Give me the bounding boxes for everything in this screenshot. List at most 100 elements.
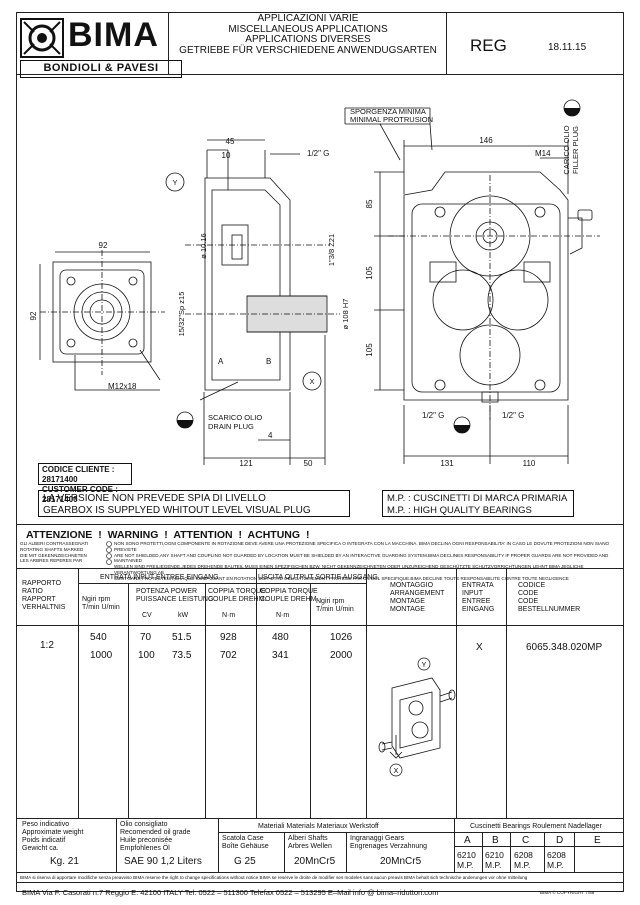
col-divider <box>456 568 457 818</box>
materials-title: Materiali Materials Materiaux Werkstoff <box>258 823 379 830</box>
filler-label-it: CARICO OLIO <box>562 125 571 174</box>
header-input-group: ENTRATA INPUT ENTREE EINGANG <box>100 574 219 581</box>
power-cv-1: 70 <box>140 632 152 643</box>
bearing-c: 6208 M.P. <box>514 850 533 870</box>
col-divider <box>116 818 117 872</box>
bearing-b-num: 6210 <box>485 850 504 860</box>
header-torque-in: COPPIA TORQUE COUPLE DREHM. <box>208 588 266 604</box>
shafts-label-1: Alberi Shafts <box>288 835 328 842</box>
oil-label-fr: Huile preconisée <box>120 837 173 844</box>
bottom-table-line <box>16 872 624 873</box>
header-code-de: BESTELLNUMMER <box>518 606 581 613</box>
brand-mark-icon <box>20 18 64 58</box>
rpm-in-1: 540 <box>90 632 107 643</box>
header-mounting-en: ARRANGEMENT <box>390 590 445 597</box>
header-rpm-out-1: Ngiri rpm <box>316 598 345 605</box>
shafts-label-2: Arbres Wellen <box>288 843 332 850</box>
dim-108: ø 108 H7 <box>341 299 350 330</box>
col-divider <box>284 832 285 872</box>
filler-label-en: FILLER PLUG <box>571 126 580 174</box>
brand-subtitle: BONDIOLI & PAVESI <box>20 60 182 78</box>
level-plug-note: LA VERSIONE NON PREVEDE SPIA DI LIVELLO … <box>38 490 350 517</box>
thread-top: 1/2" G <box>307 149 329 158</box>
dim-92-h: 92 <box>99 241 108 250</box>
header-torque-out-1: COPPIA TORQUE <box>260 588 318 595</box>
bearing-note: M.P. : CUSCINETTI DI MARCA PRIMARIA M.P.… <box>382 490 574 517</box>
header-output-group: USCITA OUTPUT SORTIE AUSGANG <box>258 574 378 581</box>
order-code: 6065.348.020MP <box>526 642 603 653</box>
col-divider <box>454 818 455 872</box>
application-titles: APPLICAZIONI VARIE MISCELLANEOUS APPLICA… <box>172 13 444 56</box>
title-it: APPLICAZIONI VARIE <box>257 13 359 24</box>
note-it: LA VERSIONE NON PREVEDE SPIA DI LIVELLO <box>43 493 266 504</box>
customer-code: CUSTOMER CODE : 28171400 <box>42 485 118 504</box>
client-code: CODICE CLIENTE : 28171400 <box>42 465 115 484</box>
case-label-1: Scatola Case <box>222 835 264 842</box>
shaft-a-label: A <box>218 357 224 366</box>
warning-title: ATTENZIONE ! WARNING ! ATTENTION ! ACHTU… <box>26 529 310 541</box>
customer-code-box: CODICE CLIENTE : 28171400 CUSTOMER CODE … <box>38 463 132 504</box>
table-input-group-line <box>78 583 256 584</box>
note-mp-en: M.P. : HIGH QUALITY BEARINGS <box>387 505 532 516</box>
oil-labels: Olio consigliato Recomended oil grade Hu… <box>120 821 190 853</box>
warning-shafts-de: DIE MIT GEKENNZEICHNETEN <box>20 552 87 558</box>
bearing-d: 6208 M.P. <box>547 850 566 870</box>
thread-lower-left: 1/2" G <box>422 411 444 420</box>
shaft-b-label: B <box>266 357 271 366</box>
weight-label-fr: Poids indicatif <box>22 837 66 844</box>
thread-lower-right: 1/2" G <box>502 411 524 420</box>
table-top-line <box>16 568 624 569</box>
dim-92-v: 92 <box>29 311 38 320</box>
axis-x-label: X <box>309 377 314 386</box>
power-cv-2: 100 <box>138 650 155 661</box>
brand-word: BIMA <box>68 16 159 54</box>
header-ratio-it: RAPPORTO <box>22 580 62 587</box>
bearing-col-d: D <box>556 835 564 846</box>
dim-10: 10 <box>222 151 231 160</box>
header-torque-out-2: COUPLE DREHM. <box>260 596 319 603</box>
header-torque-in-2: COUPLE DREHM. <box>208 596 267 603</box>
header-code-en: CODE <box>518 590 539 597</box>
oil-label-en: Recomended oil grade <box>120 829 191 836</box>
torque-in-2: 702 <box>220 650 237 661</box>
torque-in-1: 928 <box>220 632 237 643</box>
header-ratio: RAPPORTO RATIO RAPPORT VERHALTNIS <box>22 580 65 612</box>
oil-label-it: Olio consigliato <box>120 821 168 828</box>
header-mounting-fr: MONTAGE <box>390 598 425 605</box>
header-input-position: ENTRATA INPUT ENTREE EINGANG <box>462 582 494 614</box>
gears-label-1: Ingranaggi Gears <box>350 835 405 842</box>
header-mounting: MONTAGGIO ARRANGEMENT MONTAGE MONTAGE <box>390 582 444 614</box>
drain-label-en: DRAIN PLUG <box>208 422 254 431</box>
table-output-group-line <box>256 583 366 584</box>
note-mp-it: M.P. : CUSCINETTI DI MARCA PRIMARIA <box>387 493 568 504</box>
header-divider <box>168 12 169 74</box>
input-flange-view <box>39 250 165 391</box>
thread-m14: M14 <box>535 149 551 158</box>
torque-out-2: 341 <box>272 650 289 661</box>
dim-105-upper: 105 <box>365 266 374 280</box>
warning-detail-column: NON SONO PROTETTI,OGNI COMPONENTE IN ROT… <box>114 541 620 582</box>
spline-output: 1"3/8 Z21 <box>327 234 336 266</box>
dim-10-16: ø 10.16 <box>199 233 208 258</box>
header-power: POTENZA POWER PUISSANCE LEISTUNG <box>136 588 213 604</box>
dim-85: 85 <box>365 199 374 208</box>
col-divider <box>218 818 219 872</box>
header-divider <box>446 12 447 74</box>
col-divider <box>256 568 257 818</box>
bearing-d-grade: M.P. <box>547 860 564 870</box>
col-divider <box>482 832 483 872</box>
header-code: CODICE CODE CODE BESTELLNUMMER <box>518 582 580 614</box>
weight-label-en: Approximate weight <box>22 829 84 836</box>
sheet-frame <box>16 12 624 892</box>
bearing-col-c: C <box>522 835 530 846</box>
power-kw-1: 51.5 <box>172 632 192 643</box>
header-power-2: PUISSANCE LEISTUNG <box>136 596 214 603</box>
gears-label-2: Engrenages Verzahnung <box>350 843 428 850</box>
oil-value: SAE 90 1,2 Liters <box>124 856 202 867</box>
brand-logo: BIMA BONDIOLI & PAVESI <box>16 12 182 78</box>
power-kw-2: 73.5 <box>172 650 192 661</box>
spline-input: 15/32"Sp z15 <box>177 292 186 337</box>
header-code-fr: CODE <box>518 598 539 605</box>
bearing-letter-line <box>454 846 624 847</box>
gears-value: 20MnCr5 <box>380 856 422 867</box>
